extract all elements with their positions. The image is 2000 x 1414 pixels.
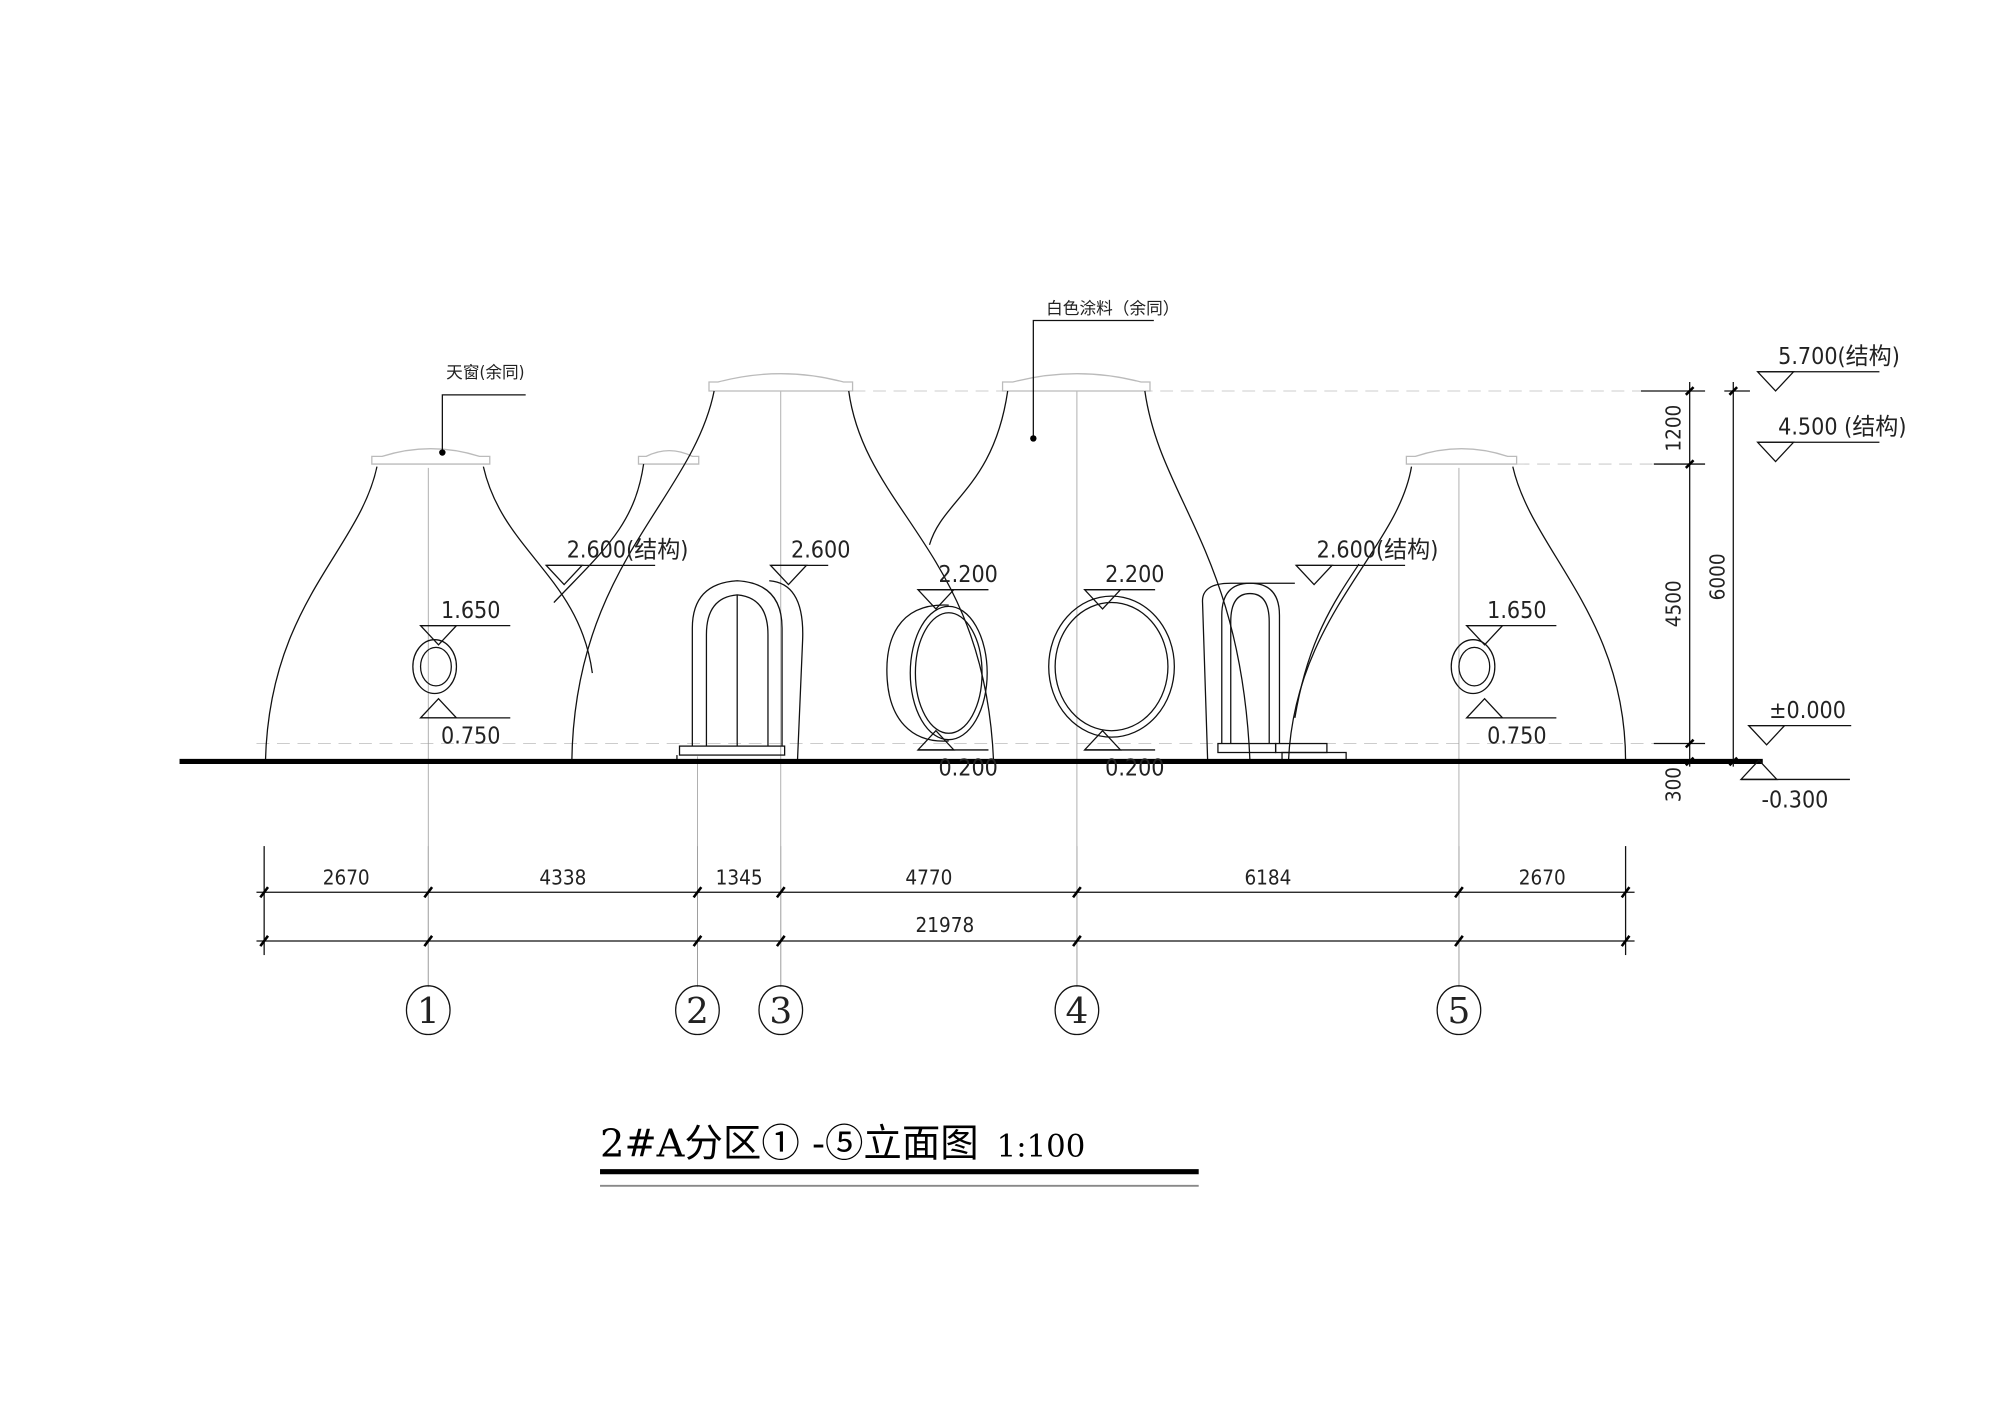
axis-label: 2 (686, 991, 709, 1032)
bottle-c (571, 373, 995, 762)
level-label: 0.750 (441, 724, 500, 750)
level-mark-door-top: 2.600 (769, 538, 850, 586)
dim-segment: 6184 (1244, 866, 1291, 890)
dim-segment: 1345 (716, 866, 763, 890)
level-mark-left-roof: 2.600(结构) (544, 538, 689, 586)
dim-segment: 2670 (323, 866, 370, 890)
dim-300: 300 (1662, 767, 1686, 802)
level-mark-mid-structure: 4.500 (结构) (1756, 415, 1906, 463)
level-label: 1.650 (441, 598, 500, 624)
level-label: 1.650 (1487, 598, 1546, 624)
axis-label: 5 (1448, 991, 1471, 1032)
level-label: 5.700(结构) (1778, 344, 1900, 370)
dim-segment: 4338 (539, 866, 586, 890)
level-mark-top-structure: 5.700(结构) (1756, 344, 1900, 392)
level-triangle-icon (1294, 564, 1334, 586)
horizontal-dimensions: 2670 4338 1345 4770 6184 2670 (256, 846, 1635, 956)
level-triangle-icon (1465, 697, 1505, 719)
level-mark-round-window-top: 2.200 (1083, 562, 1165, 610)
axis-label: 3 (769, 991, 792, 1032)
axis-bubble-5: 5 (1436, 955, 1482, 1036)
level-label: 2.200 (1105, 562, 1164, 588)
level-label: 2.600(结构) (1317, 538, 1439, 564)
level-mark-oval-window-bottom: 0.200 (916, 729, 998, 782)
level-marks: 1.650 0.750 2.600(结构) 2.600 2.200 0.200 2.200 0… (419, 344, 1906, 814)
oval-window (886, 604, 988, 742)
level-mark-right-window-top: 1.650 (1465, 598, 1557, 646)
dim-1200: 1200 (1662, 405, 1686, 452)
round-window-right (1450, 639, 1496, 695)
level-mark-left-window-top: 1.650 (419, 598, 511, 646)
level-mark-ground: ±0.000 (1747, 698, 1852, 746)
round-window-left (412, 639, 458, 695)
arch-door-right (1201, 582, 1347, 763)
dim-4500: 4500 (1662, 580, 1686, 627)
skylight-leader (439, 394, 526, 456)
level-triangle-icon (1747, 724, 1787, 746)
level-label: 0.200 (938, 756, 997, 782)
axis-bubble-4: 4 (1054, 955, 1100, 1036)
level-mark-right-window-bottom: 0.750 (1465, 697, 1557, 750)
bottle-d (928, 373, 1251, 762)
level-mark-outdoor: -0.300 (1739, 759, 1850, 814)
dim-total: 21978 (916, 913, 975, 937)
axis-bubble-1: 1 (405, 955, 451, 1036)
level-label: 2.600 (791, 538, 850, 564)
axis-label: 1 (417, 991, 440, 1032)
level-label: 2.600(结构) (567, 538, 689, 564)
level-label: ±0.000 (1769, 698, 1846, 724)
dim-6000: 6000 (1705, 553, 1729, 600)
level-triangle-icon (419, 697, 458, 719)
drawing-scale: 1:100 (997, 1128, 1086, 1164)
arch-door-left (676, 580, 804, 762)
paint-note: 白色涂料（余同） (1046, 299, 1179, 318)
level-triangle-icon (1465, 624, 1505, 646)
dim-segment: 4770 (905, 866, 952, 890)
level-mark-round-window-bottom: 0.200 (1083, 729, 1165, 782)
level-label: 2.200 (938, 562, 997, 588)
level-mark-oval-window-top: 2.200 (916, 562, 998, 610)
level-label: 4.500 (结构) (1778, 415, 1906, 441)
vertical-dimensions (1640, 382, 1750, 767)
axis-bubble-3: 3 (758, 955, 804, 1036)
skylight-note: 天窗(余同) (446, 363, 524, 382)
title-text: 2#A分区① -⑤立面图 (600, 1121, 979, 1166)
level-triangle-icon (1756, 441, 1796, 463)
level-triangle-icon (1083, 589, 1122, 610)
drawing-title: 2#A分区① -⑤立面图 1:100 (600, 1121, 1085, 1166)
level-mark-right-roof: 2.600(结构) (1294, 538, 1439, 586)
level-label: 0.750 (1487, 724, 1546, 750)
round-window (1048, 595, 1175, 738)
bottle-e (1287, 448, 1627, 762)
level-label: -0.300 (1761, 788, 1828, 814)
level-triangle-icon (544, 564, 584, 586)
level-triangle-icon (1756, 371, 1796, 392)
axis-label: 4 (1066, 991, 1089, 1032)
axis-bubble-2: 2 (675, 955, 720, 1036)
level-mark-left-window-bottom: 0.750 (419, 697, 511, 750)
bottle-a (264, 448, 593, 762)
axis-bubbles: 1 2 3 4 5 (405, 955, 1482, 1036)
axis-lines (427, 390, 1460, 988)
paint-leader (1030, 319, 1154, 442)
dim-segment: 2670 (1519, 866, 1566, 890)
level-label: 0.200 (1105, 756, 1164, 782)
